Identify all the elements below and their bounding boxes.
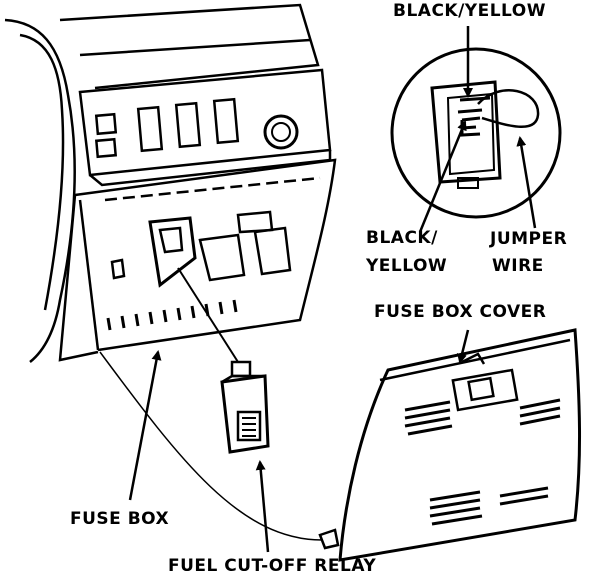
label-black-yellow-left-line1: BLACK/ [366,228,438,248]
label-fuse-box-cover: FUSE BOX COVER [374,302,547,322]
connector-detail-callout [390,47,562,219]
dashboard-panel [4,3,332,363]
label-jumper-line2: WIRE [492,256,544,276]
label-fuse-box: FUSE BOX [70,509,170,529]
label-jumper-line1: JUMPER [490,229,568,249]
fuse-box-cover-part [318,328,582,562]
label-fuel-cutoff-relay: FUEL CUT-OFF RELAY [168,556,377,576]
fuel-cutoff-relay-part [220,360,270,454]
leader-lines [99,26,537,553]
label-black-yellow-left-line2: YELLOW [366,256,448,276]
label-black-yellow-top: BLACK/YELLOW [393,1,546,21]
fuse-box [58,158,337,362]
